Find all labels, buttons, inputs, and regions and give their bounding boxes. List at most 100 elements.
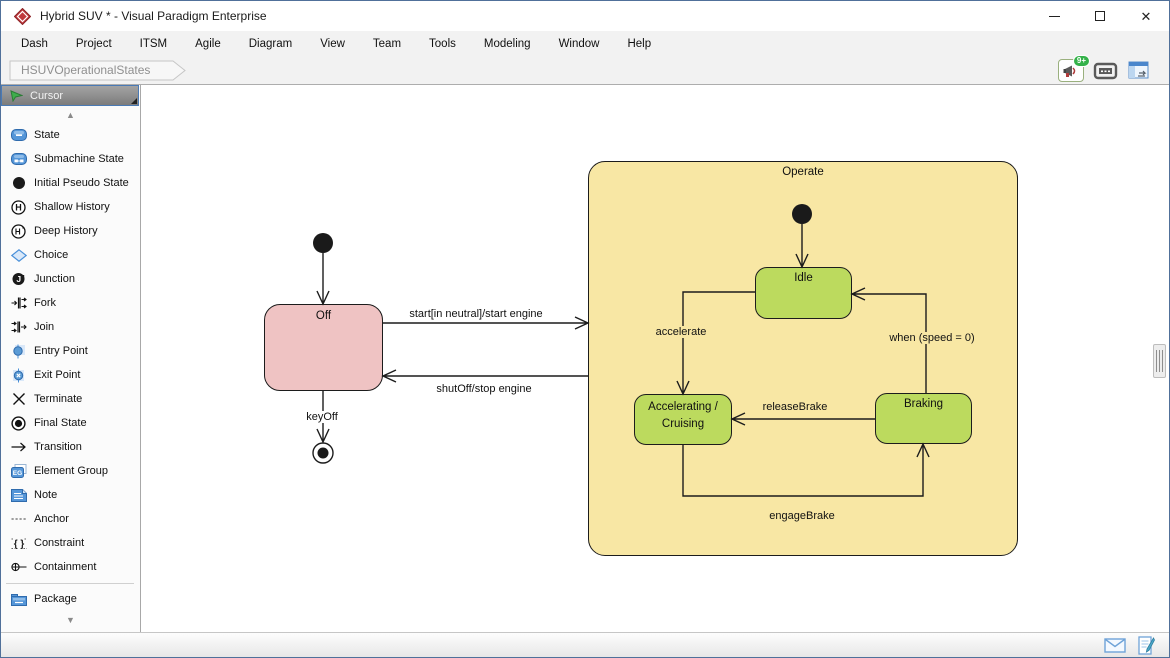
selection-mode-button[interactable]	[1093, 61, 1118, 81]
state-operate[interactable]: Operate	[588, 161, 1018, 556]
label-start-engine[interactable]: start[in neutral]/start engine	[406, 308, 546, 320]
label-engage-brake[interactable]: engageBrake	[766, 510, 838, 522]
state-accelerating-cruising[interactable]: Accelerating / Cruising	[634, 394, 732, 445]
minimize-button[interactable]	[1031, 1, 1077, 31]
tool-label: Transition	[34, 441, 82, 453]
tool-label: Constraint	[34, 537, 85, 549]
menu-itsm[interactable]: ITSM	[139, 38, 168, 50]
tool-cursor[interactable]: Cursor	[1, 85, 139, 106]
tool-note[interactable]: Note	[1, 483, 140, 507]
menu-modeling[interactable]: Modeling	[483, 38, 531, 50]
label-accelerate[interactable]: accelerate	[652, 326, 710, 338]
tool-transition[interactable]: Transition	[1, 435, 140, 459]
tool-initial-pseudo-state[interactable]: Initial Pseudo State	[1, 171, 140, 195]
state-idle[interactable]: Idle	[755, 267, 852, 319]
tool-label: Submachine State	[34, 153, 124, 165]
tool-label: Note	[34, 489, 58, 501]
tool-fork[interactable]: Fork	[1, 291, 140, 315]
tool-label: Join	[34, 321, 55, 333]
tool-label: Choice	[34, 249, 69, 261]
junction-icon: J	[10, 271, 27, 288]
initial-pseudo-state-icon	[10, 175, 27, 192]
svg-text:J: J	[16, 274, 21, 284]
tool-label: Fork	[34, 297, 56, 309]
label-when-speed[interactable]: when (speed = 0)	[886, 332, 978, 344]
submachine-state-icon	[10, 151, 27, 168]
menu-project[interactable]: Project	[75, 38, 112, 50]
exit-point-icon	[10, 367, 27, 384]
anchor-icon	[10, 511, 27, 528]
panel-layout-button[interactable]	[1127, 61, 1151, 81]
menu-team[interactable]: Team	[372, 38, 402, 50]
tool-label: Anchor	[34, 513, 69, 525]
state-off[interactable]: Off	[264, 304, 383, 391]
maximize-button[interactable]	[1077, 1, 1123, 31]
package-icon	[10, 591, 27, 608]
whats-new-button[interactable]: 9+	[1058, 55, 1090, 82]
close-icon: ✕	[1140, 8, 1152, 24]
state-acc-label-line1: Accelerating /	[648, 401, 718, 413]
element-group-icon: EG	[10, 463, 27, 480]
fork-icon	[10, 295, 27, 312]
state-idle-label: Idle	[794, 272, 813, 284]
tool-package[interactable]: Package	[1, 587, 140, 611]
diagram-canvas[interactable]: Operate Off Idle Accelerating / Cruising…	[141, 85, 1169, 632]
terminate-icon	[10, 391, 27, 408]
transition-shutoff[interactable]	[381, 369, 588, 383]
final-state-node[interactable]	[312, 442, 334, 464]
tool-label: Initial Pseudo State	[34, 177, 129, 189]
menu-help[interactable]: Help	[627, 38, 652, 50]
tool-terminate[interactable]: Terminate	[1, 387, 140, 411]
tool-choice[interactable]: Choice	[1, 243, 140, 267]
entry-point-icon	[10, 343, 27, 360]
state-braking[interactable]: Braking	[875, 393, 972, 444]
tool-shallow-history[interactable]: H Shallow History	[1, 195, 140, 219]
svg-text:*: *	[22, 226, 25, 233]
toolbox-panel: Cursor ▲ State Submachine State Initial …	[1, 85, 141, 632]
tool-anchor[interactable]: Anchor	[1, 507, 140, 531]
tool-label: Shallow History	[34, 201, 110, 213]
tool-containment[interactable]: Containment	[1, 555, 140, 579]
tool-label: State	[34, 129, 60, 141]
toolbox-scroll-down-icon[interactable]: ▼	[66, 614, 75, 625]
note-icon	[10, 487, 27, 504]
state-operate-label: Operate	[782, 166, 824, 178]
tool-constraint[interactable]: { } Constraint	[1, 531, 140, 555]
panel-resize-grip[interactable]	[1153, 344, 1166, 378]
menu-dash[interactable]: Dash	[21, 38, 48, 50]
label-release-brake[interactable]: releaseBrake	[759, 401, 831, 413]
menu-agile[interactable]: Agile	[195, 38, 221, 50]
tool-label: Terminate	[34, 393, 83, 405]
tool-state[interactable]: State	[1, 123, 140, 147]
tool-join[interactable]: Join	[1, 315, 140, 339]
menu-tools[interactable]: Tools	[429, 38, 456, 50]
edit-document-icon[interactable]	[1138, 635, 1155, 655]
tool-submachine-state[interactable]: Submachine State	[1, 147, 140, 171]
svg-text:H: H	[15, 202, 22, 212]
close-button[interactable]: ✕	[1123, 1, 1169, 31]
status-bar	[1, 632, 1169, 657]
mail-icon[interactable]	[1104, 637, 1126, 653]
tool-final-state[interactable]: Final State	[1, 411, 140, 435]
menu-diagram[interactable]: Diagram	[248, 38, 293, 50]
tool-entry-point[interactable]: Entry Point	[1, 339, 140, 363]
deep-history-icon: H*	[10, 223, 27, 240]
minimize-icon	[1048, 15, 1060, 17]
containment-icon	[10, 559, 27, 576]
diagram-tab[interactable]: HSUVOperationalStates	[9, 60, 193, 81]
menu-window[interactable]: Window	[558, 38, 600, 50]
toolbox-scroll-up-icon[interactable]: ▲	[66, 109, 75, 120]
tool-label: Junction	[34, 273, 75, 285]
final-state-icon	[10, 415, 27, 432]
label-keyoff[interactable]: keyOff	[303, 411, 341, 423]
svg-text:{ }: { }	[13, 539, 24, 550]
label-shutoff[interactable]: shutOff/stop engine	[433, 383, 535, 395]
tool-element-group[interactable]: EG Element Group	[1, 459, 140, 483]
state-acc-label-line2: Cruising	[661, 417, 705, 430]
tool-exit-point[interactable]: Exit Point	[1, 363, 140, 387]
tool-junction[interactable]: J Junction	[1, 267, 140, 291]
menu-view[interactable]: View	[320, 38, 345, 50]
initial-pseudo-state-top[interactable]	[313, 233, 333, 306]
tool-deep-history[interactable]: H* Deep History	[1, 219, 140, 243]
